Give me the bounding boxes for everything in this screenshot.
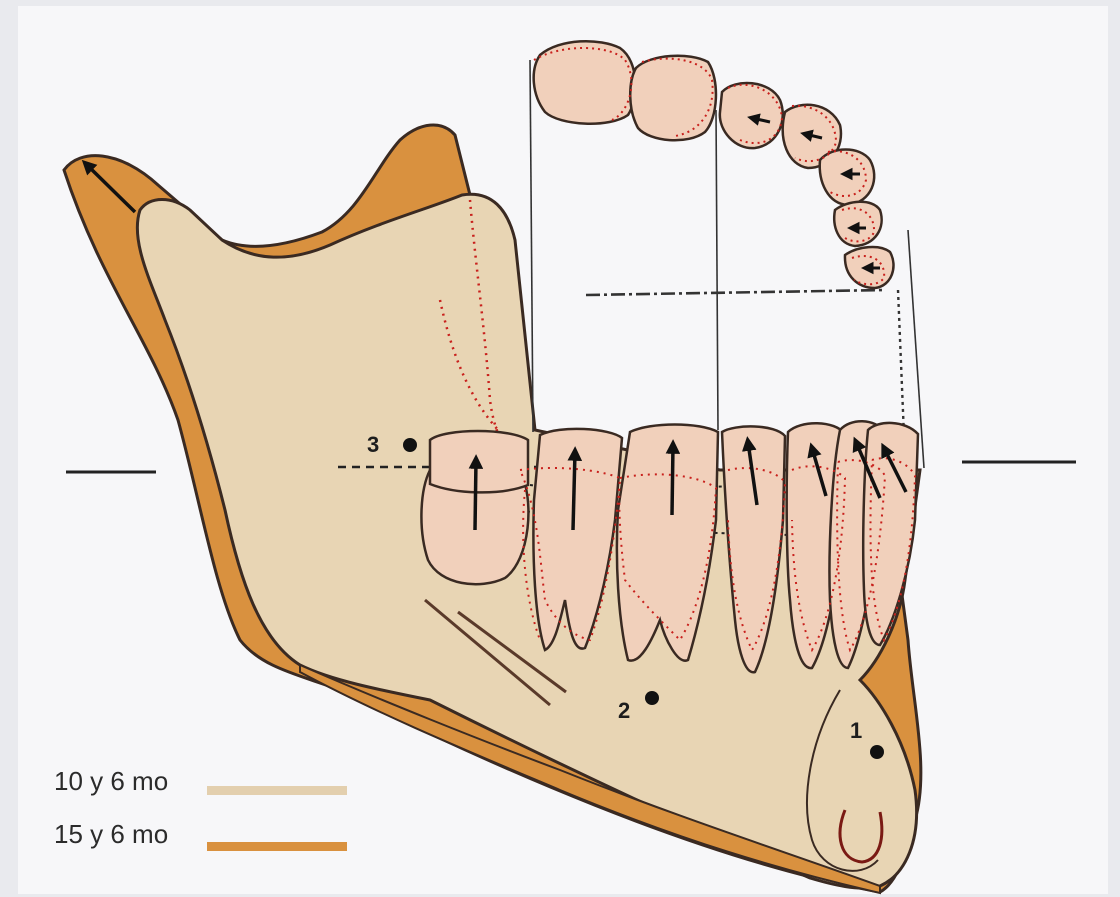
point-dot-3 [403,438,417,452]
legend-swatch-10y6mo [207,786,347,795]
upper-molar-1 [630,56,716,141]
point-dot-1 [870,745,884,759]
lower-molar-2 [430,431,528,492]
legend-label-10y6mo: 10 y 6 mo [54,766,168,796]
upper-premolar-2 [720,83,783,148]
legend-label-15y6mo: 15 y 6 mo [54,819,168,849]
upper-molar-2 [534,41,636,124]
point-dot-2 [645,691,659,705]
legend-swatch-15y6mo [207,842,347,851]
point-label-2: 2 [618,698,630,723]
point-label-3: 3 [367,432,379,457]
upper-lateral-incisor [834,202,881,246]
point-label-1: 1 [850,718,862,743]
